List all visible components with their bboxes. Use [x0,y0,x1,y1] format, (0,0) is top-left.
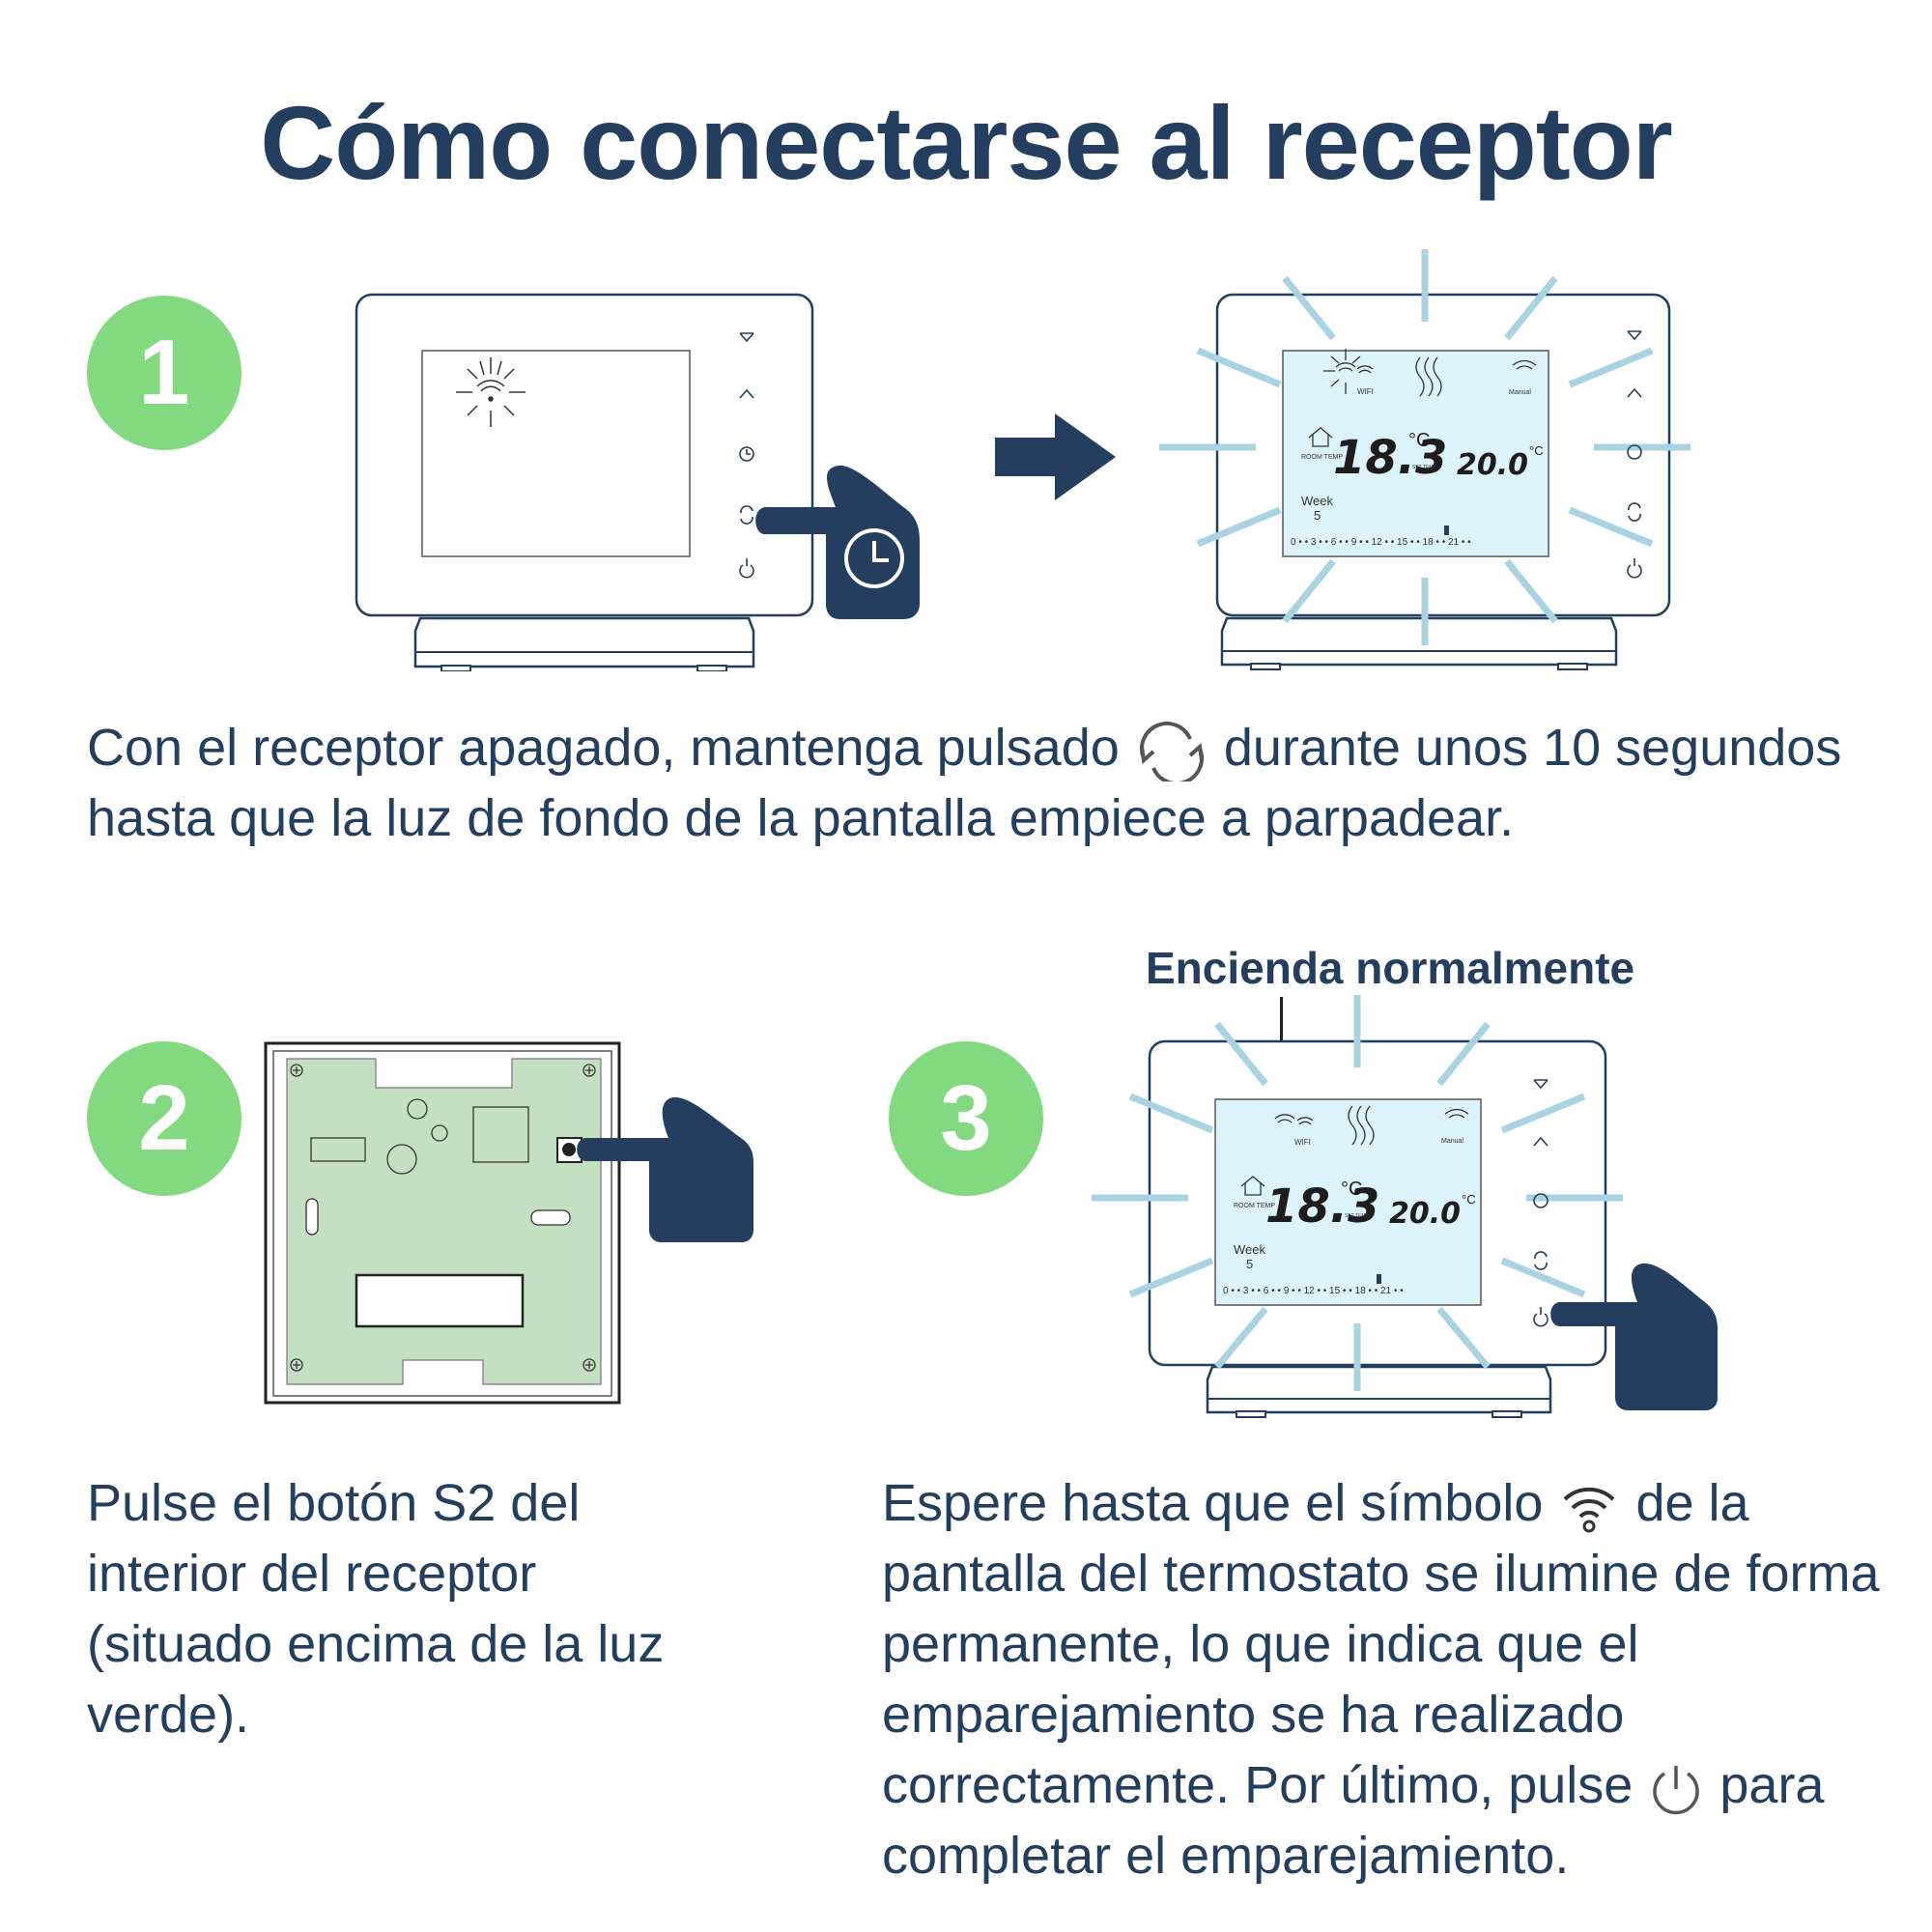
svg-text:WIFI: WIFI [1357,387,1374,396]
svg-text:Manual: Manual [1441,1138,1463,1145]
svg-text:0 • • 3 • • 6 • • 9 • • 12 • •: 0 • • 3 • • 6 • • 9 • • 12 • • 15 • • 18… [1291,537,1471,548]
wifi-icon [1564,1487,1615,1533]
svg-text:°C: °C [1462,1192,1476,1207]
step-3-text-a: Espere hasta que el símbolo [882,1474,1544,1532]
power-icon [1653,1765,1700,1814]
step-3-badge: 3 [889,1041,1043,1196]
receiver-off-illustration [355,293,920,671]
wifi-flash-icon [456,357,526,427]
page-title: Cómo conectarse al receptor [260,84,1673,201]
step-3-text-c: para completar el emparejamiento. [882,1756,1825,1885]
svg-text:Week: Week [1234,1242,1265,1257]
svg-text:SET TEMP: SET TEMP [1345,1213,1369,1219]
svg-text:°C: °C [1341,1179,1362,1200]
svg-text:SET TEMP: SET TEMP [1412,465,1436,470]
step-1-text-b: durante unos 10 segundos hasta que la lu… [87,719,1842,847]
svg-text:20.0: 20.0 [1457,448,1528,482]
power-on-callout: Encienda normalmente [1146,943,1635,993]
pointing-hand-icon [755,465,920,619]
svg-text:°C: °C [1408,430,1430,451]
pointing-hand-icon [1550,1263,1718,1410]
step-1-instructions: Con el receptor apagado, mantenga pulsad… [87,713,1855,854]
svg-text:Week: Week [1301,494,1333,508]
step-3-text-b: de la pantalla del termostato se ilumine… [882,1474,1880,1814]
thermostat-lit-illustration: WIFI Manual ROOM TEMP 18.3 °C SET TEMP 2… [1092,995,1718,1418]
svg-text:18.3: 18.3 [1333,431,1447,485]
svg-text:0 • • 3 • • 6 • • 9 • • 12 • •: 0 • • 3 • • 6 • • 9 • • 12 • • 15 • • 18… [1223,1286,1404,1296]
svg-text:ROOM TEMP: ROOM TEMP [1234,1203,1275,1209]
svg-text:°C: °C [1529,443,1544,458]
step-2-badge: 2 [87,1041,242,1196]
cycle-arrows-icon [1139,721,1204,781]
svg-text:20.0: 20.0 [1389,1197,1461,1231]
glow-rays [1159,249,1690,645]
svg-text:18.3: 18.3 [1265,1179,1379,1234]
svg-text:5: 5 [1314,508,1321,523]
svg-text:Manual: Manual [1509,389,1531,396]
step-3-instructions: Espere hasta que el símbolo de la pantal… [882,1468,1887,1891]
svg-text:WIFI: WIFI [1294,1138,1311,1147]
arrow-right-icon [995,413,1116,500]
receiver-lit-illustration: WIFI Manual ROOM TEMP 18.3 °C SET TEMP 2… [1159,249,1690,670]
svg-text:5: 5 [1246,1257,1253,1271]
receiver-pcb-illustration [264,1041,753,1405]
step-2-instructions: Pulse el botón S2 del interior del recep… [87,1474,665,1744]
svg-text:ROOM TEMP: ROOM TEMP [1301,454,1343,461]
step-1-badge: 1 [87,296,242,450]
pointing-hand-icon [577,1096,753,1242]
step-1-text-a: Con el receptor apagado, mantenga pulsad… [87,719,1120,777]
